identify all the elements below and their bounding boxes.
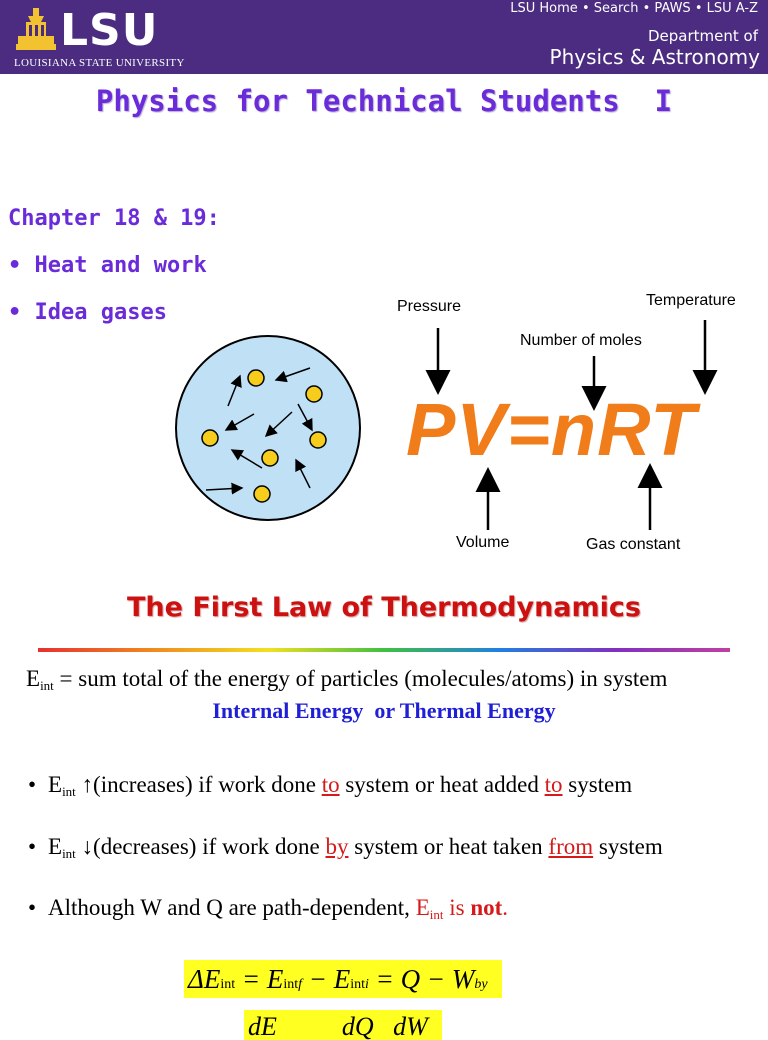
section-heading: The First Law of Thermodynamics [127,592,641,623]
formula-part: = Q − W [368,964,475,994]
differential-formula: dE dQ dW [244,1010,442,1040]
bullet-text: (decreases) if work done [93,834,326,859]
formula-sub: int [350,977,366,992]
top-nav: LSU Home • Search • PAWS • LSU A-Z [510,1,758,16]
bullet-text: (increases) if work done [93,772,322,797]
bullet-text: system [593,834,663,859]
list-item: • Heat and work [8,253,207,278]
molecule [247,369,265,387]
formula-sub: i [365,977,369,992]
formula-sub: f [298,977,303,992]
eint-subscript: int [62,846,76,861]
list-item: • Idea gases [8,300,167,325]
down-arrow-icon: ↓ [81,834,94,859]
lsu-logo[interactable]: LSU LOUISIANA STATE UNIVERSITY [14,6,194,70]
formula-sub: int [220,977,236,992]
highlight-word: by [325,834,349,859]
formula-sub: int [283,977,299,992]
page-title: Physics for Technical Students I [95,84,673,118]
nav-separator: • [581,1,590,16]
site-header: LSU LOUISIANA STATE UNIVERSITY LSU Home … [0,0,768,74]
up-arrow-icon: ↑ [81,772,94,797]
eint-definition: Eint = sum total of the energy of partic… [26,666,667,694]
gas-molecules-diagram [175,335,361,521]
eint-symbol: E [415,895,430,920]
gas-law-arrows [425,320,718,530]
molecule [309,431,327,449]
nav-separator: • [642,1,651,16]
volume-label: Volume [456,534,510,551]
nav-link-paws[interactable]: PAWS [654,1,691,16]
list-item: •Although W and Q are path-dependent, Ei… [28,895,509,922]
emphasis-word: not [470,895,503,920]
bullet-text: system [562,772,633,797]
formula-sub: by [474,977,488,992]
bullet-text: Heat and work [34,253,207,278]
formula-part: ΔE [188,964,221,994]
rainbow-divider [38,648,730,652]
eint-subscript: int [429,907,444,922]
bullet-text: Although W and Q are path-dependent, [48,895,416,920]
formula-part: − E [302,964,351,994]
first-law-formula: ΔEint = Eintf − Einti = Q − Wby [184,960,502,998]
bullet-text: is [443,895,471,920]
definition-text: = sum total of the energy of particles (… [53,666,668,691]
department-label: Department of [648,27,758,45]
highlight-word: from [548,834,594,859]
eint-subscript: int [40,678,54,693]
formula-part: = E [235,964,284,994]
eint-symbol: E [26,666,41,691]
list-item: •Eint ↓(decreases) if work done by syste… [28,834,663,861]
university-name: LOUISIANA STATE UNIVERSITY [14,57,185,69]
nav-link-lsu-a-z[interactable]: LSU A-Z [706,1,758,16]
highlight-word: to [321,772,340,797]
list-item: •Eint ↑(increases) if work done to syste… [28,772,633,799]
chapter-heading: Chapter 18 & 19: [8,206,220,231]
pressure-label: Pressure [397,298,462,315]
nav-link-search[interactable]: Search [593,1,639,16]
internal-energy-label: Internal Energy or Thermal Energy [212,698,556,723]
department-name[interactable]: Physics & Astronomy [549,45,760,69]
eint-subscript: int [62,784,76,799]
molecule [253,485,271,503]
molecule [261,449,279,467]
bullet-text: . [502,895,509,920]
ideal-gas-equation: PV=nRT [406,388,697,471]
nav-separator: • [694,1,703,16]
bullet-text: Idea gases [34,300,167,325]
bullet-text: system or heat added [339,772,545,797]
gas-constant-label: Gas constant [586,536,681,553]
lsu-wordmark: LSU [60,5,159,56]
temperature-label: Temperature [646,292,736,309]
eint-symbol: E [48,834,63,859]
bullet-text: system or heat taken [348,834,549,859]
eint-symbol: E [48,772,63,797]
molecule [201,429,219,447]
nav-link-lsu-home[interactable]: LSU Home [510,1,578,16]
capitol-building-icon [16,8,56,50]
molecule [305,385,323,403]
moles-label: Number of moles [520,332,642,349]
highlight-word: to [544,772,563,797]
